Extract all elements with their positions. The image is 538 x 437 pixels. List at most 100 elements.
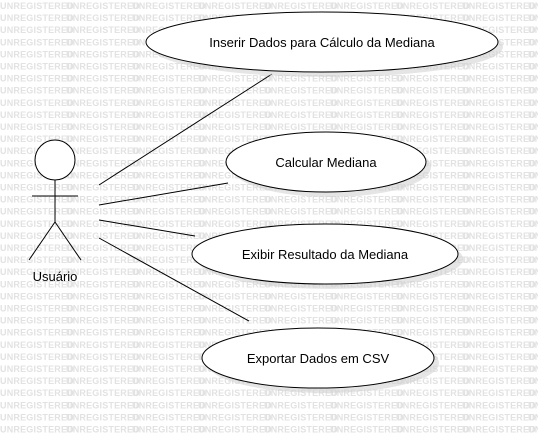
- watermark-text: UNREGISTERED: [264, 122, 338, 132]
- watermark-text: UNREGISTERED: [396, 98, 470, 108]
- watermark-text: UNREGISTERED: [66, 219, 140, 229]
- watermark-text: UNREGISTERED: [0, 134, 74, 144]
- watermark-text: UNREGISTERED: [396, 134, 470, 144]
- watermark-text: UNREGISTERED: [396, 291, 470, 301]
- watermark-text: UNREGISTERED: [132, 412, 206, 422]
- watermark-text: UNREGISTERED: [528, 316, 538, 326]
- watermark-text: UNREGISTERED: [528, 62, 538, 72]
- association-usuario-calcular-mediana[interactable]: [98, 182, 229, 206]
- watermark-text: UNREGISTERED: [66, 158, 140, 168]
- watermark-text: UNREGISTERED: [462, 340, 536, 350]
- watermark-text: UNREGISTERED: [198, 183, 272, 193]
- watermark-text: UNREGISTERED: [528, 400, 538, 410]
- watermark-text: UNREGISTERED: [132, 231, 206, 241]
- use-case-ellipse[interactable]: [201, 327, 435, 389]
- watermark-text: UNREGISTERED: [132, 316, 206, 326]
- watermark-text: UNREGISTERED: [330, 74, 404, 84]
- actor-usuario[interactable]: Usuário: [28, 139, 82, 284]
- watermark-text: UNREGISTERED: [396, 86, 470, 96]
- watermark-text: UNREGISTERED: [0, 98, 74, 108]
- watermark-text: UNREGISTERED: [132, 364, 206, 374]
- use-case-exportar-csv[interactable]: Exportar Dados em CSV: [201, 327, 439, 393]
- watermark-text: UNREGISTERED: [462, 134, 536, 144]
- watermark-text: UNREGISTERED: [0, 1, 74, 11]
- watermark-text: UNREGISTERED: [396, 74, 470, 84]
- watermark-text: UNREGISTERED: [0, 86, 74, 96]
- watermark-text: UNREGISTERED: [66, 352, 140, 362]
- watermark-text: UNREGISTERED: [528, 340, 538, 350]
- watermark-text: UNREGISTERED: [396, 328, 470, 338]
- watermark-text: UNREGISTERED: [132, 219, 206, 229]
- watermark-text: UNREGISTERED: [528, 158, 538, 168]
- use-case-ellipse[interactable]: [225, 131, 427, 193]
- use-case-calcular-mediana[interactable]: Calcular Mediana: [225, 131, 431, 197]
- watermark-text: UNREGISTERED: [132, 388, 206, 398]
- use-case-inserir-dados[interactable]: Inserir Dados para Cálculo da Mediana: [145, 11, 503, 77]
- watermark-text: UNREGISTERED: [198, 412, 272, 422]
- watermark-text: UNREGISTERED: [330, 1, 404, 11]
- watermark-text: UNREGISTERED: [132, 352, 206, 362]
- watermark-text: UNREGISTERED: [462, 352, 536, 362]
- watermark-text: UNREGISTERED: [330, 412, 404, 422]
- actor-left-leg: [28, 221, 56, 261]
- watermark-text: UNREGISTERED: [198, 291, 272, 301]
- watermark-text: UNREGISTERED: [0, 364, 74, 374]
- watermark-text: UNREGISTERED: [462, 304, 536, 314]
- watermark-text: UNREGISTERED: [198, 304, 272, 314]
- watermark-text: UNREGISTERED: [132, 207, 206, 217]
- associations: [98, 73, 273, 322]
- watermark-text: UNREGISTERED: [330, 400, 404, 410]
- watermark-text: UNREGISTERED: [66, 207, 140, 217]
- watermark-text: UNREGISTERED: [66, 425, 140, 435]
- watermark-text: UNREGISTERED: [528, 183, 538, 193]
- watermark-text: UNREGISTERED: [66, 122, 140, 132]
- use-case-exibir-resultado[interactable]: Exibir Resultado da Mediana: [191, 223, 463, 289]
- watermark-text: UNREGISTERED: [0, 255, 74, 265]
- watermark-text: UNREGISTERED: [66, 400, 140, 410]
- watermark-text: UNREGISTERED: [66, 279, 140, 289]
- watermark-text: UNREGISTERED: [264, 304, 338, 314]
- watermark-text: UNREGISTERED: [0, 340, 74, 350]
- watermark-text: UNREGISTERED: [132, 328, 206, 338]
- watermark-text: UNREGISTERED: [198, 195, 272, 205]
- watermark-text: UNREGISTERED: [66, 13, 140, 23]
- watermark-text: UNREGISTERED: [0, 170, 74, 180]
- watermark-text: UNREGISTERED: [66, 267, 140, 277]
- watermark-text: UNREGISTERED: [66, 62, 140, 72]
- association-usuario-exportar-csv[interactable]: [98, 237, 250, 322]
- watermark-text: UNREGISTERED: [198, 400, 272, 410]
- watermark-text: UNREGISTERED: [330, 98, 404, 108]
- watermark-text: UNREGISTERED: [198, 388, 272, 398]
- watermark-text: UNREGISTERED: [198, 1, 272, 11]
- watermark-text: UNREGISTERED: [66, 49, 140, 59]
- watermark-text: UNREGISTERED: [264, 219, 338, 229]
- watermark-text: UNREGISTERED: [462, 364, 536, 374]
- watermark-text: UNREGISTERED: [198, 86, 272, 96]
- watermark-text: UNREGISTERED: [66, 316, 140, 326]
- watermark-text: UNREGISTERED: [528, 1, 538, 11]
- watermark-text: UNREGISTERED: [0, 13, 74, 23]
- watermark-text: UNREGISTERED: [396, 412, 470, 422]
- watermark-text: UNREGISTERED: [0, 183, 74, 193]
- watermark-text: UNREGISTERED: [198, 134, 272, 144]
- watermark-text: UNREGISTERED: [132, 376, 206, 386]
- watermark-text: UNREGISTERED: [132, 62, 206, 72]
- watermark-text: UNREGISTERED: [0, 219, 74, 229]
- use-case-ellipse[interactable]: [191, 223, 459, 285]
- watermark-text: UNREGISTERED: [462, 49, 536, 59]
- watermark-text: UNREGISTERED: [132, 340, 206, 350]
- association-usuario-inserir-dados[interactable]: [98, 73, 273, 186]
- watermark-text: UNREGISTERED: [0, 110, 74, 120]
- watermark-text: UNREGISTERED: [462, 25, 536, 35]
- watermark-text: UNREGISTERED: [462, 86, 536, 96]
- watermark-text: UNREGISTERED: [528, 291, 538, 301]
- watermark-text: UNREGISTERED: [528, 110, 538, 120]
- watermark-text: UNREGISTERED: [528, 74, 538, 84]
- association-usuario-exibir-resultado[interactable]: [98, 219, 196, 237]
- watermark-text: UNREGISTERED: [198, 98, 272, 108]
- use-case-ellipse[interactable]: [145, 11, 499, 73]
- actor-head: [34, 139, 76, 181]
- watermark-text: UNREGISTERED: [462, 1, 536, 11]
- watermark-text: UNREGISTERED: [66, 291, 140, 301]
- watermark-text: UNREGISTERED: [528, 364, 538, 374]
